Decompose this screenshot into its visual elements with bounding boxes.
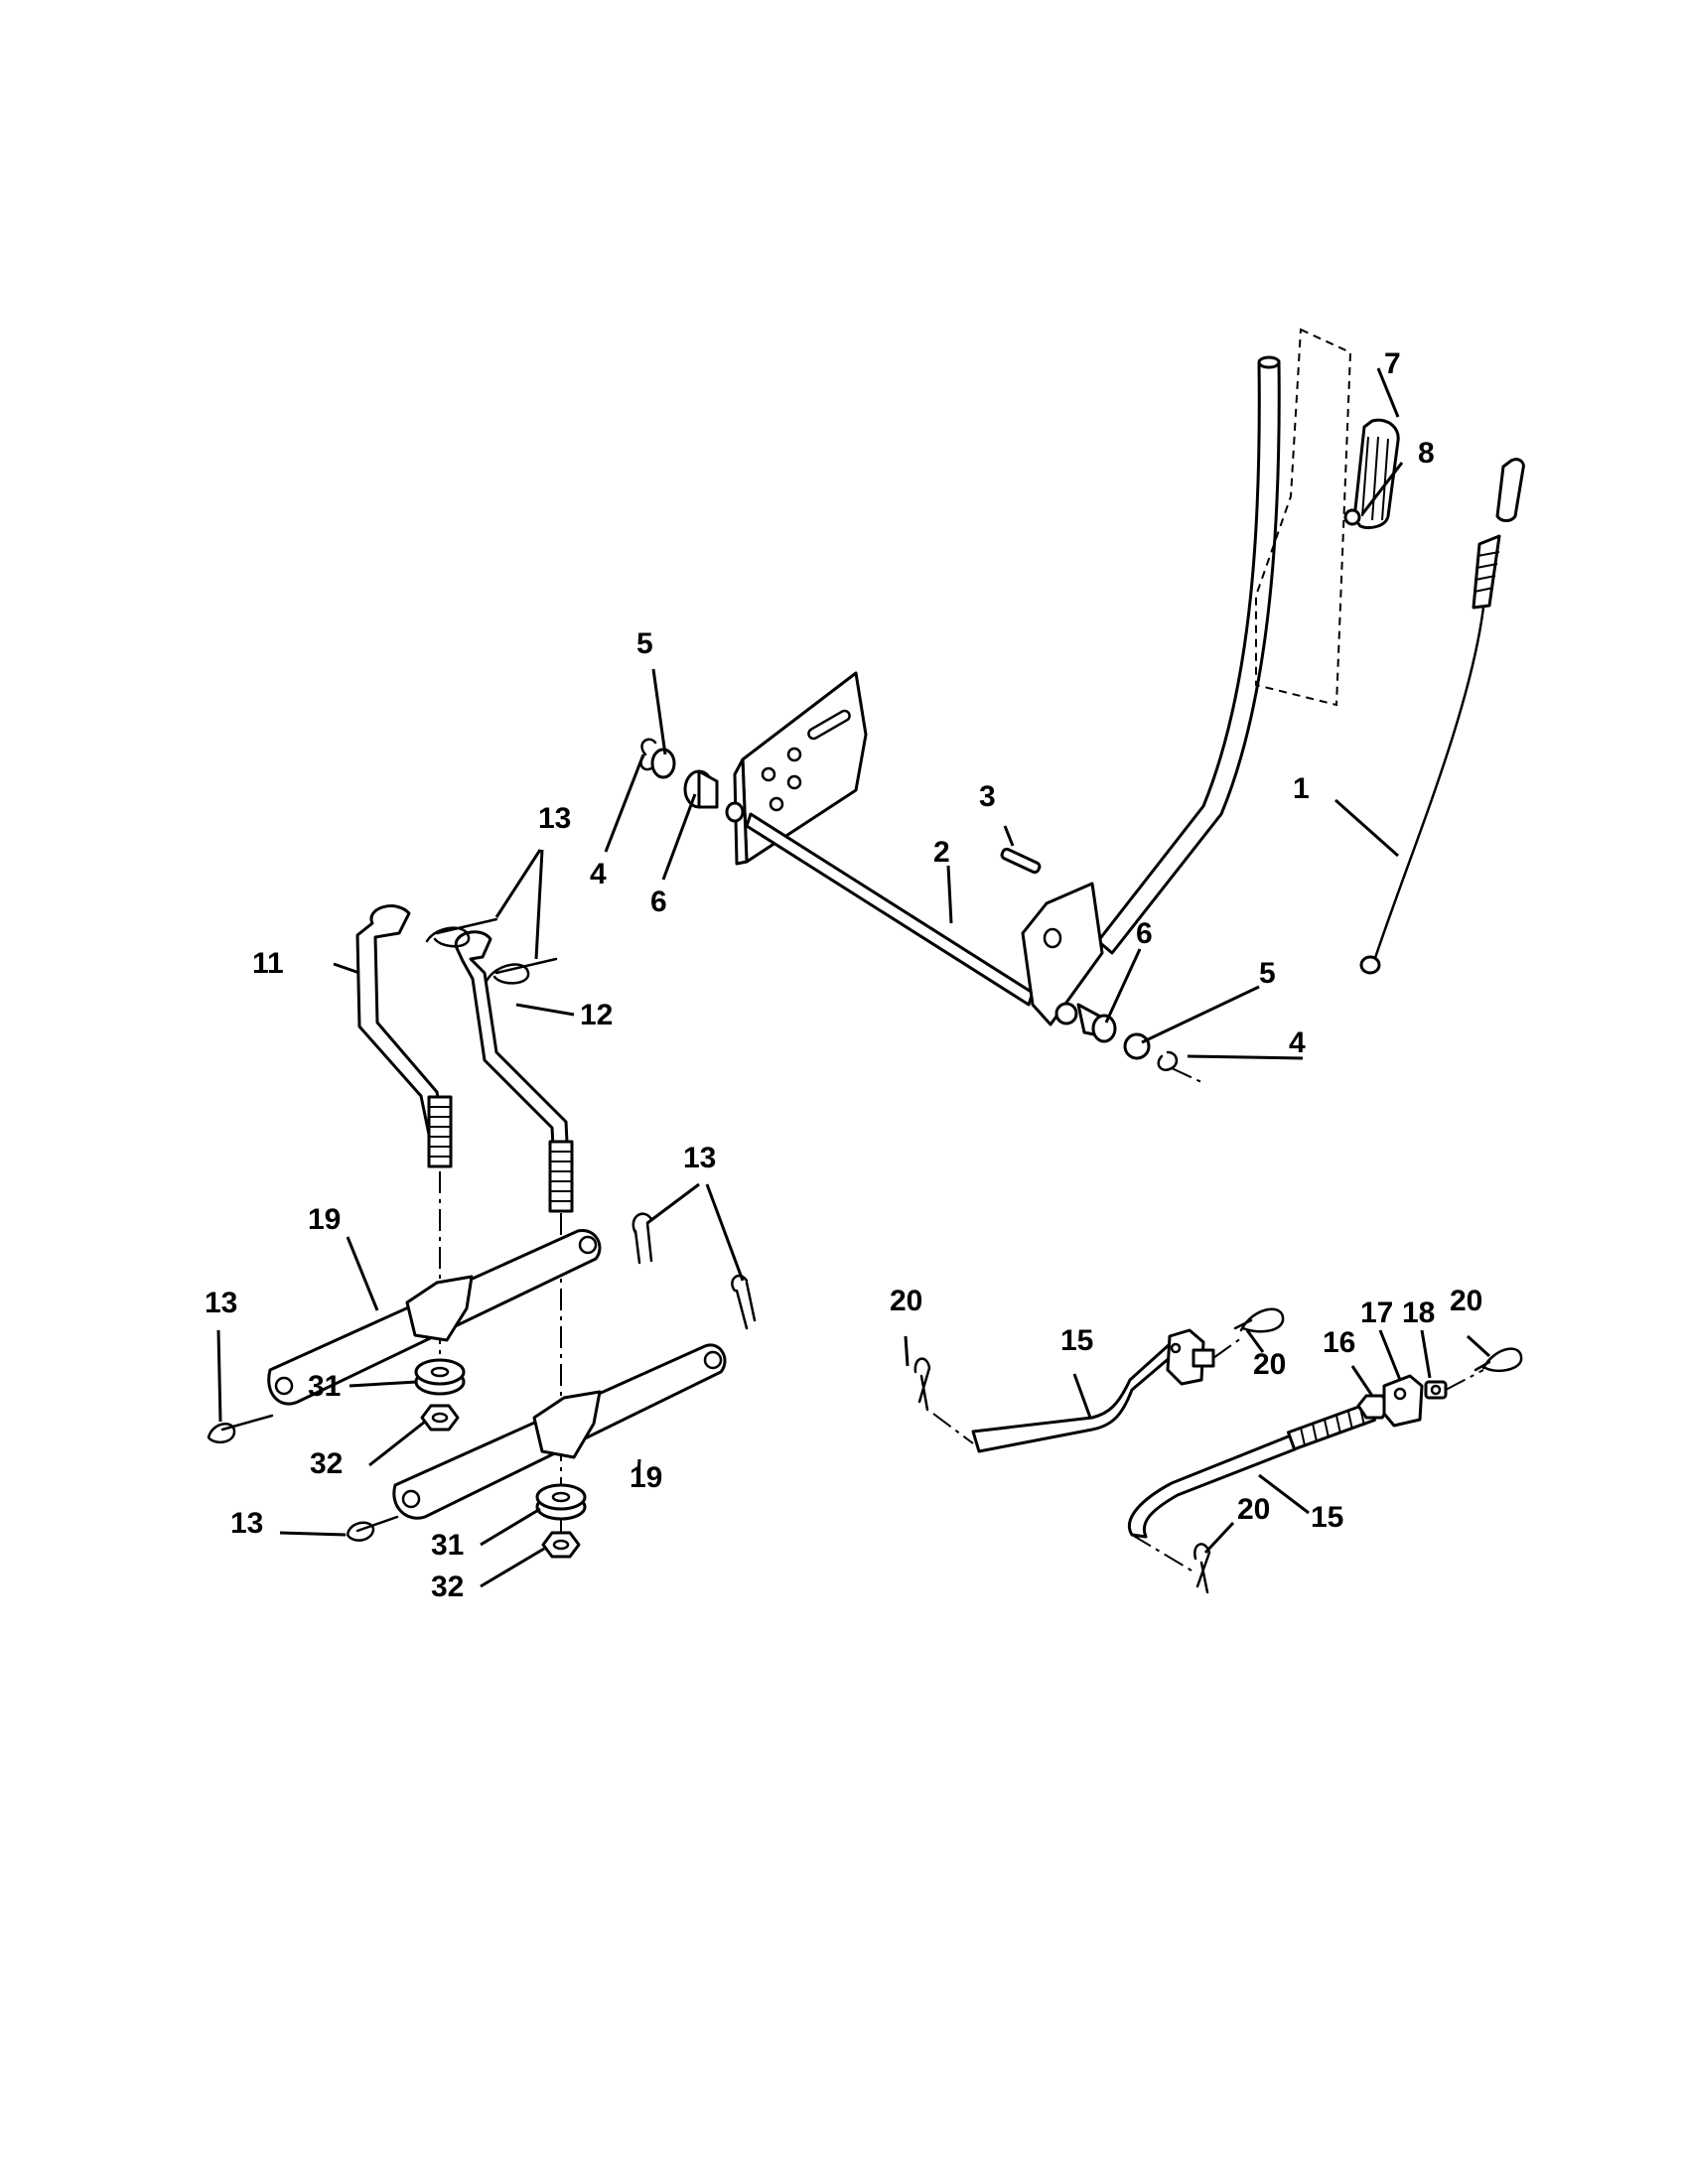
callout-7: 7 [1384,347,1401,380]
hairpin-clip-rod-3 [1474,1347,1523,1372]
hairpin-clip-rod-4 [1193,1543,1211,1594]
handle-grip [1352,418,1400,530]
callout-13-top: 13 [538,802,571,835]
callout-31-lower: 31 [431,1529,464,1562]
hairpin-clip-mid-2 [731,1274,757,1330]
right-e-clip [1157,1050,1179,1072]
handle-grip-outline [1255,328,1352,707]
callout-16: 16 [1323,1326,1355,1359]
grip-nut [1343,508,1361,526]
lift-link-right [454,930,574,1213]
lift-shaft [745,812,1035,1007]
callout-12: 12 [580,999,613,1031]
callout-13-left: 13 [205,1287,237,1319]
hairpin-clip-rod-2 [913,1357,931,1412]
right-axis-line [1171,1067,1202,1083]
callout-19-upper: 19 [308,1203,341,1236]
callout-18: 18 [1402,1297,1435,1329]
mounting-plate [733,671,868,866]
callout-5-left: 5 [636,627,653,660]
left-bushing [683,769,745,823]
lift-arm-upper [267,1229,602,1406]
hairpin-clip-mid-1 [632,1212,653,1265]
lift-link-left [355,904,453,1168]
lift-rod-lower [1127,1401,1376,1539]
lift-bracket [1021,882,1104,1026]
callout-20-mid: 20 [1253,1348,1286,1381]
callout-20-bottom: 20 [1237,1493,1270,1526]
callout-4-right: 4 [1289,1026,1306,1059]
callout-13-bottom: 13 [230,1507,263,1540]
callout-31-upper: 31 [308,1370,341,1403]
callout-8: 8 [1418,437,1435,470]
roll-pin [1000,847,1042,875]
arm-bushing-upper [414,1358,466,1396]
leader-lines [216,367,1491,1588]
rod-upper-dash-left [932,1413,974,1444]
arm-nut-lower [541,1531,581,1559]
callout-19-lower: 19 [630,1461,662,1494]
hairpin-clip-upper-1 [425,917,498,948]
release-cable [1359,458,1525,975]
callout-17: 17 [1360,1297,1393,1329]
trunnion-dash-line [1445,1369,1484,1391]
callout-6-right: 6 [1136,917,1153,950]
left-washer [650,748,676,779]
right-washer [1123,1032,1151,1060]
callout-6-left: 6 [650,886,667,918]
hairpin-clip-left-1 [207,1414,274,1444]
callout-2: 2 [933,836,950,869]
arm-nut-upper [420,1404,460,1432]
lift-handle [1096,355,1281,955]
callout-5-right: 5 [1259,957,1276,990]
hairpin-clip-rod-1 [1233,1307,1285,1333]
lift-rod-upper [971,1342,1174,1453]
callout-1: 1 [1293,772,1310,805]
adjustment-trunnion [1382,1374,1424,1428]
callout-20-right: 20 [1450,1285,1482,1317]
hairpin-clip-left-2 [346,1515,399,1542]
lift-arm-lower [392,1343,727,1520]
callout-4-left: 4 [590,858,607,890]
right-bushing [1054,1002,1117,1043]
callout-3: 3 [979,780,996,813]
trunnion-nut [1424,1380,1448,1400]
callout-11: 11 [252,947,284,980]
callout-15-lower: 15 [1311,1501,1343,1534]
callout-13-mid: 13 [683,1142,716,1174]
rod-lower-dash [1131,1534,1193,1571]
callout-32-upper: 32 [310,1447,343,1480]
rod-upper-trunnion [1166,1328,1215,1386]
callout-20-left: 20 [890,1285,922,1317]
rod-upper-dash-right [1212,1337,1242,1359]
hairpin-clip-upper-2 [485,957,558,985]
callout-32-lower: 32 [431,1570,464,1603]
callout-15-upper: 15 [1060,1324,1093,1357]
arm-bushing-lower [535,1483,587,1521]
